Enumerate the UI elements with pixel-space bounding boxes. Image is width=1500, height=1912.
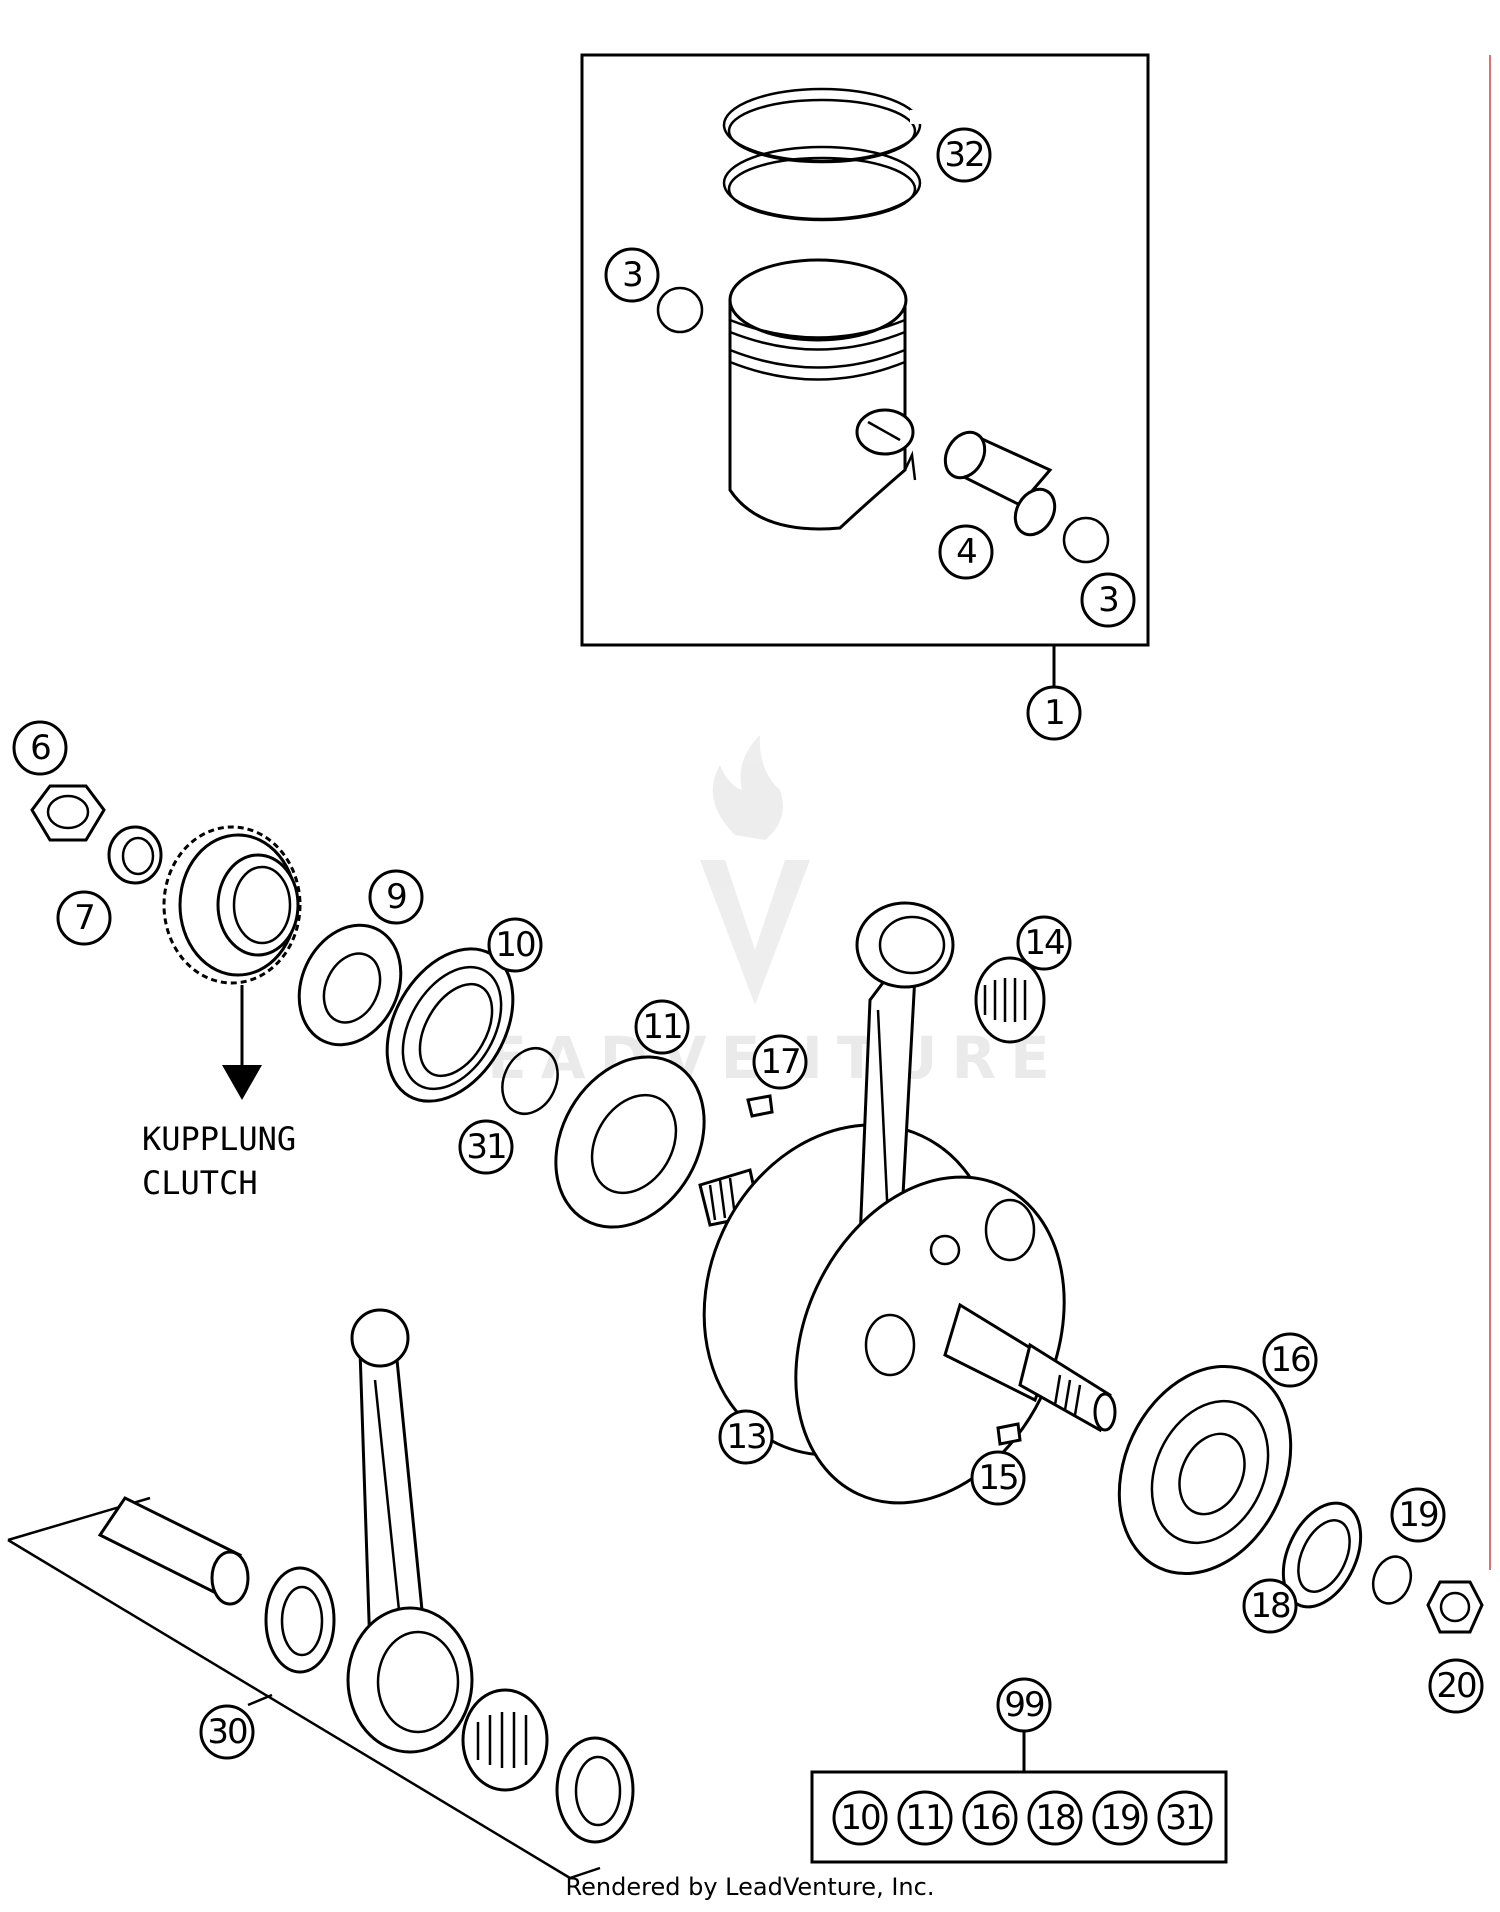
woodruff-key: [746, 1094, 774, 1118]
callout-13[interactable]: 13: [718, 1409, 774, 1465]
circlip: [1062, 516, 1110, 564]
shim: [1281, 1501, 1363, 1609]
woodruff-key: [996, 1422, 1022, 1446]
callout-19[interactable]: 19: [1390, 1487, 1446, 1543]
callout-30[interactable]: 30: [199, 1704, 255, 1760]
clutch-note-de: KUPPLUNG: [142, 1120, 296, 1158]
svg-text:32: 32: [944, 135, 983, 175]
callout-20[interactable]: 20: [1428, 1658, 1484, 1714]
kit-frame: [810, 1770, 1228, 1864]
nut: [1426, 1580, 1484, 1634]
svg-text:14: 14: [1024, 923, 1064, 963]
svg-text:10: 10: [495, 925, 535, 965]
svg-text:7: 7: [74, 898, 94, 938]
callout-7[interactable]: 7: [56, 890, 112, 946]
svg-text:99: 99: [1004, 1685, 1044, 1725]
piston-pin: [943, 430, 1057, 537]
callout-6[interactable]: 6: [12, 720, 68, 776]
callout-4[interactable]: 4: [938, 524, 994, 580]
footer-credit: Rendered by LeadVenture, Inc.: [566, 1873, 935, 1901]
svg-text:18: 18: [1250, 1586, 1290, 1626]
svg-text:31: 31: [466, 1127, 505, 1167]
kit-item-label: 19: [1100, 1798, 1140, 1838]
circlip: [656, 286, 704, 334]
clutch-note-en: CLUTCH: [142, 1164, 258, 1202]
spacer: [297, 923, 403, 1047]
svg-text:1: 1: [1044, 693, 1064, 733]
callout-32[interactable]: 32: [936, 127, 992, 183]
kit-item-label: 16: [970, 1798, 1010, 1838]
callout-11[interactable]: 11: [634, 999, 690, 1055]
main-bearing-right: [1117, 1364, 1293, 1576]
connecting-rod-kit: [7, 1308, 635, 1880]
kit-item-label: 31: [1165, 1798, 1204, 1838]
svg-text:15: 15: [978, 1458, 1017, 1498]
svg-text:3: 3: [1098, 580, 1118, 620]
callout-1[interactable]: 1: [1026, 685, 1082, 741]
svg-text:19: 19: [1398, 1495, 1438, 1535]
callout-18[interactable]: 18: [1242, 1578, 1298, 1634]
callout-14[interactable]: 14: [1016, 915, 1072, 971]
svg-text:13: 13: [726, 1417, 765, 1457]
piston-kit-group: [580, 53, 1150, 688]
svg-text:4: 4: [956, 532, 976, 572]
arrow-down-icon: [222, 1065, 262, 1100]
svg-text:30: 30: [207, 1712, 247, 1752]
needle-bearing: [974, 956, 1046, 1044]
callout-3[interactable]: 3: [604, 247, 660, 303]
piston-rings: [722, 87, 926, 222]
callout-10[interactable]: 10: [487, 917, 543, 973]
piston-kit-frame: [580, 53, 1150, 647]
svg-text:20: 20: [1436, 1666, 1476, 1706]
svg-text:16: 16: [1270, 1340, 1310, 1380]
svg-text:9: 9: [386, 877, 406, 917]
watermark-text: LEADVENTURE: [436, 1024, 1064, 1092]
svg-text:6: 6: [30, 728, 50, 768]
watermark: LEADVENTURE: [436, 735, 1064, 1092]
main-bearing-left: [554, 1055, 706, 1229]
primary-gear: [162, 825, 302, 1100]
callout-99[interactable]: 99: [996, 1677, 1052, 1733]
nut: [30, 784, 106, 842]
shaft-seal: [385, 947, 515, 1103]
o-ring: [501, 1047, 559, 1115]
callout-15[interactable]: 15: [970, 1450, 1026, 1506]
bearing-kit-group: 10 11 16 18 19 31: [810, 1730, 1228, 1864]
kit-item-label: 10: [840, 1798, 880, 1838]
kit-item-label: 11: [905, 1798, 944, 1838]
lock-washer: [1371, 1555, 1413, 1605]
callout-16[interactable]: 16: [1262, 1332, 1318, 1388]
crankshaft: [698, 901, 1117, 1505]
lock-washer: [107, 825, 163, 885]
kit-item-label: 18: [1035, 1798, 1075, 1838]
callout-3[interactable]: 3: [1080, 572, 1136, 628]
callout-17[interactable]: 17: [752, 1034, 808, 1090]
svg-text:3: 3: [622, 255, 642, 295]
svg-text:17: 17: [760, 1042, 799, 1082]
callout-31[interactable]: 31: [458, 1119, 514, 1175]
piston: [728, 258, 917, 531]
callout-9[interactable]: 9: [368, 869, 424, 925]
svg-text:11: 11: [642, 1007, 681, 1047]
